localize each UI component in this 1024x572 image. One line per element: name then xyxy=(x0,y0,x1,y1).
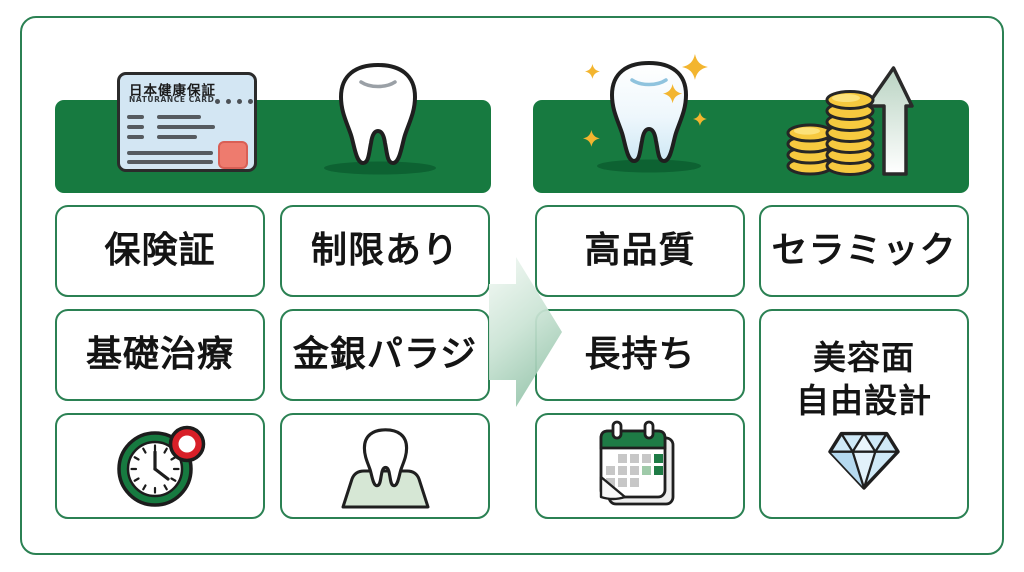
cell-label: セラミック xyxy=(771,230,957,272)
card-dot xyxy=(237,99,242,104)
cell-tooth-gum xyxy=(280,413,490,519)
cell-label-line2: 自由設計 xyxy=(796,380,932,420)
card-text-line xyxy=(127,151,213,155)
card-text-line xyxy=(157,115,201,119)
diamond-icon xyxy=(828,432,900,491)
card-text-line xyxy=(127,135,144,139)
card-text-line xyxy=(127,125,144,129)
sparkling-tooth-icon xyxy=(583,54,708,173)
cell-long-lasting: 長持ち xyxy=(535,309,745,401)
cell-label: 基礎治療 xyxy=(85,334,234,376)
cell-label: 長持ち xyxy=(584,334,696,376)
coins-up-arrow-icon xyxy=(786,66,914,176)
tooth-icon xyxy=(324,63,436,175)
cell-label: 金銀パラジ xyxy=(292,334,478,376)
insurance-card-icon: 日本健康保証 NATURANCE CARD xyxy=(117,72,257,172)
card-text-line xyxy=(127,115,144,119)
calendar-days xyxy=(605,453,663,487)
card-text-line xyxy=(127,160,213,164)
cell-metal-palladium: 金銀パラジ xyxy=(280,309,490,401)
alarm-clock-icon xyxy=(116,425,205,507)
calendar-icon xyxy=(599,420,674,505)
sparkle-stars xyxy=(583,54,708,147)
insurance-card-title: 日本健康保証 xyxy=(129,83,216,99)
coin-stack-tall xyxy=(825,90,875,176)
cell-aesthetic-design: 美容面 自由設計 xyxy=(759,309,969,519)
card-text-line xyxy=(157,135,197,139)
tooth-on-gum-icon xyxy=(341,427,429,508)
cell-label: 制限あり xyxy=(310,230,459,272)
card-dot xyxy=(226,99,231,104)
cell-ceramic: セラミック xyxy=(759,205,969,297)
coin-stack-short xyxy=(786,123,834,176)
cell-high-quality: 高品質 xyxy=(535,205,745,297)
card-dot xyxy=(248,99,253,104)
cell-basic-treatment: 基礎治療 xyxy=(55,309,265,401)
cell-clock xyxy=(55,413,265,519)
up-arrow-icon xyxy=(865,66,914,176)
insurance-card-subtitle: NATURANCE CARD xyxy=(129,95,215,104)
cell-label: 高品質 xyxy=(584,230,696,272)
cell-label-line1: 美容面 xyxy=(813,337,915,377)
cell-label: 保険証 xyxy=(104,230,216,272)
card-chip xyxy=(218,141,248,169)
cell-restrictions: 制限あり xyxy=(280,205,490,297)
cell-insurance: 保険証 xyxy=(55,205,265,297)
cell-calendar xyxy=(535,413,745,519)
card-dot xyxy=(215,99,220,104)
card-text-line xyxy=(157,125,215,129)
